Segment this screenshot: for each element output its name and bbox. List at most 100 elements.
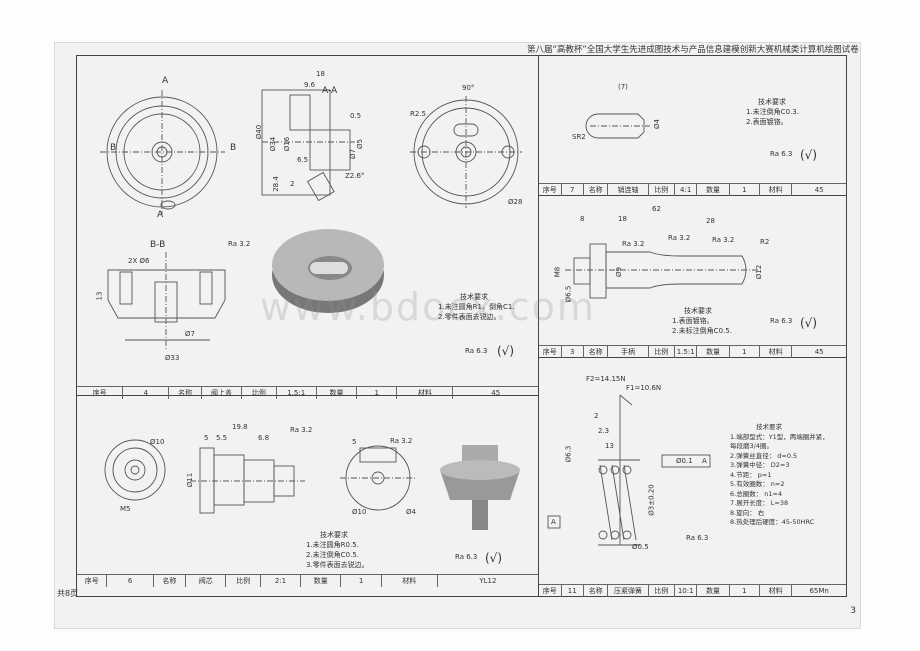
dim-90deg: 90°: [462, 84, 475, 92]
tb-cell: 1: [730, 346, 761, 358]
title-block-br: 序号 11 名称 压紧弹簧 比例 10:1 数量 1 材料 65Mn: [539, 584, 846, 597]
tb-cell: 比例: [649, 184, 675, 196]
dim-18-mr: 18: [618, 215, 627, 223]
dim-d10: Ø10: [150, 438, 165, 446]
tb-cell: 2:1: [261, 575, 302, 587]
tb-cell: 材料: [397, 387, 454, 399]
tech-req-line: 8.热处理后硬度：45-50HRC: [730, 518, 815, 526]
title-block-bl: 序号 6 名称 阀芯 比例 2:1 数量 1 材料 YL12: [77, 574, 538, 587]
dim-28-4: 28.4: [271, 176, 280, 192]
tb-cell: 11: [562, 585, 584, 597]
page-number: 3: [850, 606, 856, 616]
tb-cell: 名称: [584, 346, 609, 358]
tb-cell: 1: [341, 575, 382, 587]
dim-5: 5: [204, 434, 209, 442]
dim-2x-d6: 2X Ø6: [128, 257, 150, 265]
dim-2-3: 2.3: [598, 427, 610, 435]
tb-cell: 10:1: [675, 585, 698, 597]
tech-req-title: 技术要求: [756, 423, 782, 431]
tech-req-line: 7.展开长度： L=38: [730, 499, 789, 507]
dim-d3: Ø3±0.20: [647, 484, 656, 516]
roughness-ra63-br: Ra 6.3: [686, 534, 709, 542]
tb-cell: 1.5:1: [277, 387, 317, 399]
dim-d34: Ø34: [269, 136, 278, 152]
tb-cell: 4: [123, 387, 170, 399]
dim-2: 2: [594, 412, 599, 420]
tech-req-line: 2.未注倒角C0.5.: [306, 551, 359, 559]
dim-18: 18: [316, 70, 325, 78]
tb-cell: 序号: [539, 346, 562, 358]
tb-cell: 6: [107, 575, 154, 587]
tb-cell: 3: [562, 346, 584, 358]
dim-7: (7): [618, 83, 628, 91]
tech-req-mr: 技术要求 1.表面镀铬。 2.未标注倒角C0.5.: [672, 306, 732, 336]
title-block-mr: 序号 3 名称 手柄 比例 1.5:1 数量 1 材料 45: [539, 345, 846, 358]
tb-cell: 材料: [760, 346, 793, 358]
section-label-aa: A-A: [322, 86, 338, 96]
watermark: www.bdocx.com: [260, 285, 596, 329]
dim-m5: M5: [120, 505, 131, 513]
tech-req-line: 6.总圈数： n1=4: [730, 489, 783, 498]
tech-req-br: 技术要求 1.端部型式：Y1型，两端圈并紧， 每段磨3/4圈。 2.弹簧丝直径：…: [730, 423, 829, 528]
tb-cell: 4:1: [675, 184, 698, 196]
dim-28: 28: [706, 217, 715, 225]
dim-d40: Ø40: [255, 124, 264, 140]
drawing-frame: [76, 55, 847, 597]
tb-cell: 阀芯: [186, 575, 227, 587]
divider-mid-right: [538, 357, 847, 359]
tb-cell: 数量: [697, 346, 730, 358]
tb-cell: 1: [730, 585, 761, 597]
check-mark: (√): [800, 148, 818, 162]
roughness-ra32: Ra 3.2: [668, 234, 691, 242]
datum-a: A: [702, 457, 707, 465]
divider-top-right: [538, 195, 847, 197]
title-block-tl: 序号 4 名称 阀上盖 比例 1.5:1 数量 1 材料 45: [77, 386, 538, 399]
label-a-bottom: A: [157, 210, 164, 220]
tb-cell: 7: [562, 184, 584, 196]
tech-req-line: 4.节距： p=1: [730, 470, 772, 479]
tb-cell: 序号: [77, 575, 108, 587]
tech-req-bl: 技术要求 1.未注圆角R0.5. 2.未注倒角C0.5. 3.零件表面去锐边。: [306, 530, 369, 570]
tech-req-line: 3.弹簧中径： D2=3: [730, 461, 790, 469]
dim-d7: Ø7: [348, 149, 357, 159]
dim-d7-bb: Ø7: [185, 330, 195, 338]
tb-cell: 序号: [77, 387, 124, 399]
tech-req-line: 1.表面镀铬。: [672, 317, 714, 325]
dim-d11: Ø11: [186, 472, 195, 488]
dim-13: 13: [605, 442, 614, 450]
tb-cell: 序号: [539, 585, 562, 597]
tb-cell: 名称: [154, 575, 187, 587]
dim-d33: Ø33: [165, 354, 180, 362]
tb-cell: 数量: [317, 387, 358, 399]
tech-req-line: 2.弹簧丝直径： d=0.5: [730, 451, 798, 460]
tech-req-tr: 技术要求 1.未注倒角C0.3. 2.表面镀铬。: [746, 97, 799, 127]
dim-d6-3: Ø6.3: [564, 445, 573, 463]
tech-req-line: 5.有效圈数： n=2: [730, 480, 785, 488]
dim-force-f2: F2=14.15N: [586, 375, 626, 383]
tech-req-line: 8.旋向： 右: [730, 508, 765, 517]
tb-cell: 材料: [382, 575, 438, 587]
check-mark: (√): [800, 316, 818, 330]
datum-a-box: A: [551, 518, 556, 526]
label-b-left: B: [110, 143, 117, 153]
dim-6-5: 6.5: [297, 156, 309, 164]
roughness-ra32-tl: Ra 3.2: [228, 240, 251, 248]
check-mark: (√): [497, 344, 515, 358]
tb-cell: 数量: [301, 575, 342, 587]
label-b-right: B: [230, 143, 237, 153]
tech-req-title: 技术要求: [684, 307, 712, 315]
tb-cell: 数量: [697, 184, 730, 196]
label-a-top: A: [162, 76, 169, 86]
tb-cell: 材料: [760, 585, 793, 597]
tb-cell: 比例: [649, 346, 675, 358]
tech-req-line: 2.未标注倒角C0.5.: [672, 327, 732, 335]
tb-cell: 45: [491, 389, 501, 397]
tb-cell: YL12: [479, 577, 497, 585]
dim-d0-5: Ø0.5: [632, 543, 649, 551]
dim-5-5: 5.5: [216, 434, 228, 442]
tb-cell: 1: [730, 184, 761, 196]
tb-cell: 1: [357, 387, 398, 399]
dim-d4: Ø4: [406, 508, 416, 516]
dim-d6-5: Ø6.5: [564, 285, 573, 303]
dim-r2: R2: [760, 238, 770, 246]
